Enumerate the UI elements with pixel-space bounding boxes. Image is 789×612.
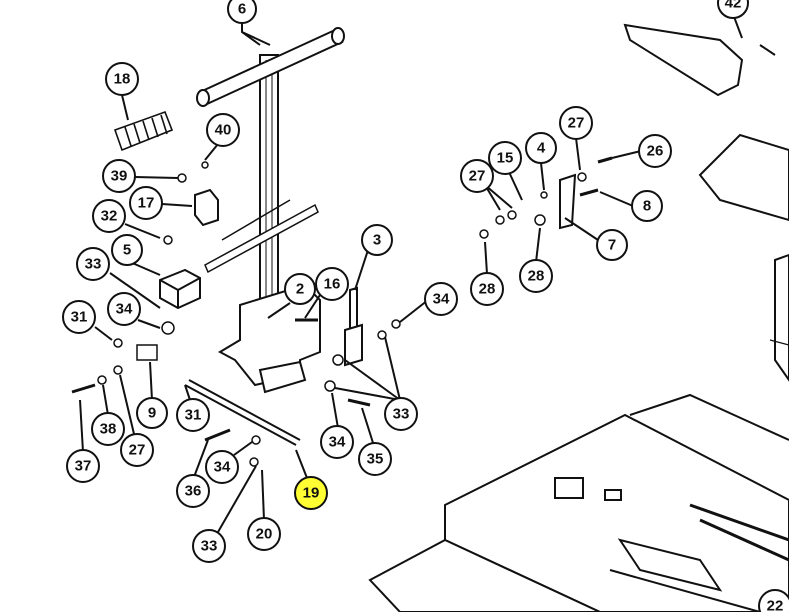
callout-27a: 27 — [120, 433, 154, 467]
svg-text:17: 17 — [138, 195, 155, 212]
callout-33c: 33 — [192, 529, 226, 563]
svg-text:19: 19 — [303, 485, 320, 502]
callout-28a: 28 — [470, 272, 504, 306]
handle-post-assembly — [196, 27, 345, 301]
svg-text:33: 33 — [393, 406, 410, 423]
spring-part — [113, 110, 174, 152]
callout-26: 26 — [638, 134, 672, 168]
callout-28b: 28 — [519, 259, 553, 293]
svg-text:42: 42 — [725, 0, 742, 12]
svg-text:16: 16 — [324, 276, 341, 293]
callout-31b: 31 — [176, 398, 210, 432]
svg-text:31: 31 — [71, 309, 88, 326]
svg-text:7: 7 — [608, 237, 616, 254]
callout-16: 16 — [315, 267, 349, 301]
callout-36: 36 — [176, 474, 210, 508]
callout-33b: 33 — [384, 397, 418, 431]
callout-34d: 34 — [205, 450, 239, 484]
callout-27c: 27 — [559, 106, 593, 140]
fasteners — [71, 156, 613, 467]
svg-text:27: 27 — [568, 115, 585, 132]
svg-text:39: 39 — [111, 168, 128, 185]
callout-9: 9 — [136, 397, 168, 429]
svg-text:28: 28 — [528, 268, 545, 285]
svg-text:20: 20 — [256, 526, 273, 543]
equipment-body — [698, 133, 789, 382]
switch-part — [194, 188, 219, 227]
callout-22: 22 — [758, 589, 789, 612]
callout-37: 37 — [66, 449, 100, 483]
callout-15: 15 — [488, 141, 522, 175]
callout-34c: 34 — [320, 425, 354, 459]
svg-text:31: 31 — [185, 407, 202, 424]
callout-17: 17 — [129, 186, 163, 220]
callout-38: 38 — [91, 412, 125, 446]
svg-text:2: 2 — [296, 281, 304, 298]
callout-34a: 34 — [107, 292, 141, 326]
callout-4: 4 — [525, 132, 557, 164]
svg-text:9: 9 — [148, 405, 156, 422]
svg-text:32: 32 — [101, 208, 118, 225]
svg-text:38: 38 — [100, 421, 117, 438]
callout-2: 2 — [284, 273, 316, 305]
callout-33a: 33 — [76, 247, 110, 281]
platform-table — [368, 393, 789, 612]
callout-31a: 31 — [62, 300, 96, 334]
svg-text:35: 35 — [367, 451, 384, 468]
callout-27b: 27 — [460, 159, 494, 193]
callout-18: 18 — [105, 62, 139, 96]
svg-text:34: 34 — [433, 291, 450, 308]
mounting-block — [159, 268, 201, 310]
linkage-rod — [184, 379, 301, 446]
svg-text:6: 6 — [238, 1, 246, 18]
callout-markers: 6 42 18 40 39 17 32 5 33 31 34 2 16 3 34… — [62, 0, 789, 612]
callout-40: 40 — [206, 113, 240, 147]
callout-3: 3 — [361, 224, 393, 256]
svg-text:33: 33 — [85, 256, 102, 273]
svg-text:27: 27 — [129, 442, 146, 459]
callout-42: 42 — [717, 0, 749, 19]
callout-20: 20 — [247, 517, 281, 551]
svg-text:8: 8 — [643, 198, 651, 215]
svg-text:27: 27 — [469, 168, 486, 185]
callout-19-highlighted: 19 — [294, 476, 328, 510]
svg-text:37: 37 — [75, 458, 92, 475]
upper-housing — [623, 23, 776, 97]
svg-text:3: 3 — [373, 232, 381, 249]
callout-8: 8 — [631, 190, 663, 222]
svg-text:4: 4 — [537, 140, 546, 157]
svg-text:34: 34 — [329, 434, 346, 451]
svg-text:34: 34 — [116, 301, 133, 318]
callout-7: 7 — [596, 229, 628, 261]
callout-39: 39 — [102, 159, 136, 193]
svg-text:40: 40 — [215, 122, 232, 139]
callout-35: 35 — [358, 442, 392, 476]
callout-32: 32 — [92, 199, 126, 233]
mounting-bracket — [217, 283, 321, 394]
svg-text:22: 22 — [767, 598, 784, 612]
svg-text:26: 26 — [647, 143, 664, 160]
svg-text:18: 18 — [114, 71, 131, 88]
callout-34b: 34 — [424, 282, 458, 316]
leader-lines — [79, 13, 743, 533]
svg-text:28: 28 — [479, 281, 496, 298]
svg-text:36: 36 — [185, 483, 202, 500]
pivot-link — [559, 173, 577, 230]
svg-text:15: 15 — [497, 150, 514, 167]
svg-text:34: 34 — [214, 459, 231, 476]
svg-text:5: 5 — [123, 242, 131, 259]
callout-6: 6 — [227, 0, 257, 24]
svg-text:33: 33 — [201, 538, 218, 555]
lever-arm — [344, 286, 363, 367]
callout-5: 5 — [111, 234, 143, 266]
